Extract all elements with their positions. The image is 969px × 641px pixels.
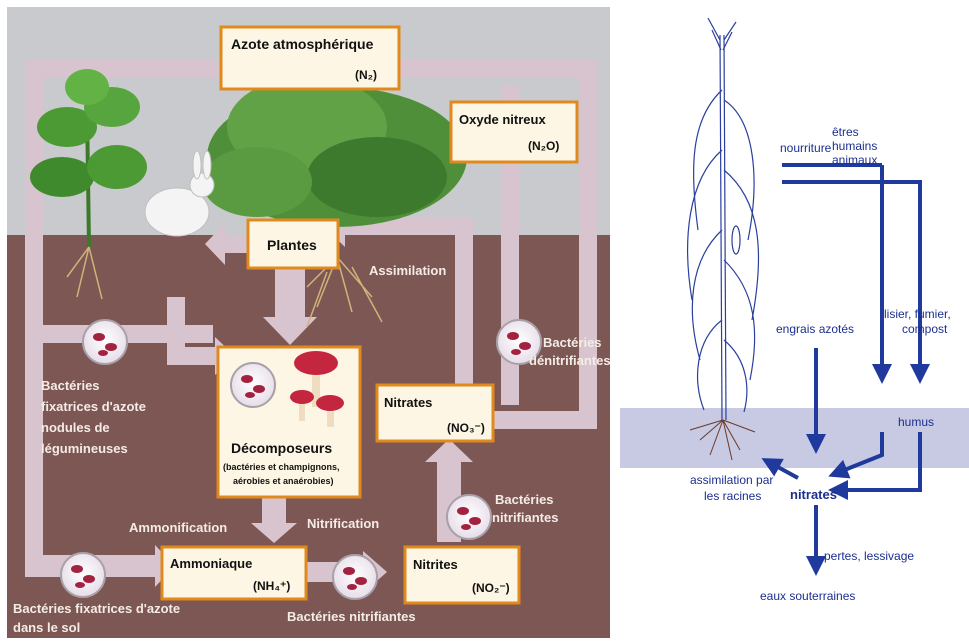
bacteries-nitrifiantes-right-line2: nitrifiantes: [492, 510, 558, 525]
bacteries-nitrifiantes-bottom: Bactéries nitrifiantes: [287, 609, 416, 624]
nitrates-label: nitrates: [790, 487, 837, 502]
decomposeurs-title: Décomposeurs: [231, 440, 332, 456]
decomposeurs-cell: [231, 363, 275, 407]
maize-plant-illustration: [688, 18, 759, 420]
ammoniaque-label: Ammoniaque: [170, 556, 252, 571]
nitrites-formula: (NO₂⁻): [472, 581, 510, 595]
assimilation-label-line1: assimilation par: [690, 473, 773, 487]
engrais-azotes-label: engrais azotés: [776, 322, 854, 336]
oxyde-nitreux-label: Oxyde nitreux: [459, 112, 546, 127]
humains-label: humains: [832, 139, 877, 153]
ammoniaque-formula: (NH₄⁺): [253, 579, 290, 593]
nitrogen-cycle-diagram: Azote atmosphérique (N₂) Oxyde nitreux (…: [7, 7, 610, 638]
bacteries-fixatrices-sol-line2: dans le sol: [13, 620, 80, 635]
nitrites-label: Nitrites: [413, 557, 458, 572]
oxyde-nitreux-formula: (N₂O): [528, 139, 559, 153]
bacteries-denitrifiantes-line1: Bactéries: [543, 335, 602, 350]
lisier-label-line2: compost: [902, 322, 948, 336]
bacteries-fixatrices-sol-line1: Bactéries fixatrices d'azote: [13, 601, 180, 616]
bacteria-cell-sol: [61, 553, 105, 597]
bacteries-fixatrices-nodules-line4: légumineuses: [41, 441, 128, 456]
azote-atmospherique-formula: (N₂): [355, 68, 377, 82]
assimilation-label: Assimilation: [369, 263, 446, 278]
pertes-lessivage-label: pertes, lessivage: [824, 549, 914, 563]
bacteries-denitrifiantes-line2: dénitrifiantes: [529, 353, 610, 368]
lisier-label-line1: lisier, fumier,: [884, 307, 951, 321]
humus-label: humus: [898, 415, 934, 429]
bacteria-cell-nodules: [83, 320, 127, 364]
plantes-label: Plantes: [267, 237, 317, 253]
decomposeurs-subtitle-1: (bactéries et champignons,: [223, 462, 340, 472]
ammonification-label: Ammonification: [129, 520, 227, 535]
eaux-souterraines-label: eaux souterraines: [760, 589, 855, 603]
etres-label: êtres: [832, 125, 859, 139]
nitrification-label: Nitrification: [307, 516, 379, 531]
azote-atmospherique-label: Azote atmosphérique: [231, 36, 374, 52]
bacteries-nitrifiantes-right-line1: Bactéries: [495, 492, 554, 507]
animaux-label: animaux: [832, 153, 877, 167]
bacteria-cell-nitrifiantes: [447, 495, 491, 539]
bacteries-fixatrices-nodules-line2: fixatrices d'azote: [41, 399, 146, 414]
bacteries-fixatrices-nodules-line1: Bactéries: [41, 378, 100, 393]
plant-nitrogen-flow-diagram: nourriture êtres humains animaux engrais…: [620, 0, 969, 641]
decomposeurs-subtitle-2: aérobies et anaérobies): [233, 476, 334, 486]
bacteria-cell-nitrification: [333, 555, 377, 599]
oxyde-nitreux-box: [451, 102, 577, 162]
nitrates-formula: (NO₃⁻): [447, 421, 485, 435]
nourriture-label: nourriture: [780, 141, 832, 155]
nitrates-label: Nitrates: [384, 395, 432, 410]
bacteries-fixatrices-nodules-line3: nodules de: [41, 420, 110, 435]
assimilation-label-line2: les racines: [704, 489, 761, 503]
flow-arrows: [765, 165, 920, 572]
